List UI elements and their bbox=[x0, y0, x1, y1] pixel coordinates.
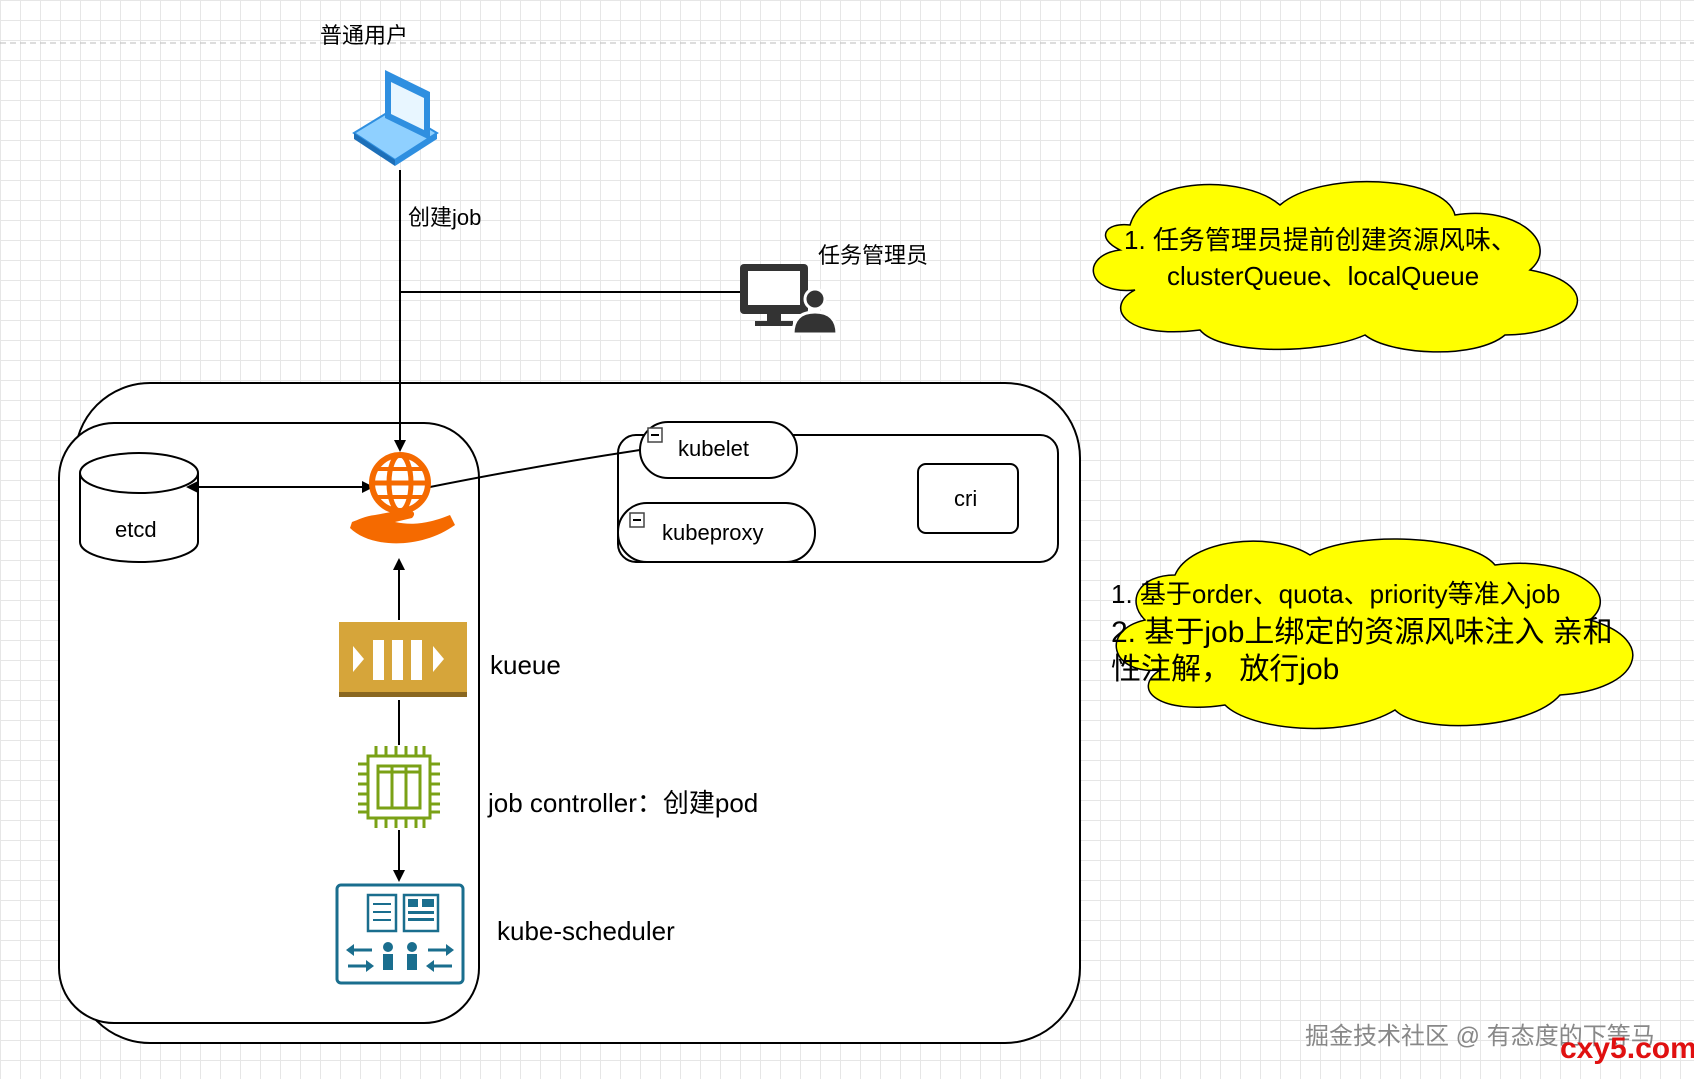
kube-scheduler-label: kube-scheduler bbox=[497, 916, 675, 946]
top-note-cloud[interactable] bbox=[1092, 180, 1579, 353]
edge-apiserver-to-kubelet[interactable] bbox=[424, 449, 641, 489]
etcd-label: etcd bbox=[115, 517, 157, 542]
kubeproxy-box[interactable] bbox=[617, 502, 816, 563]
job-controller-label: job controller：创建pod bbox=[488, 788, 759, 818]
job-controller-chip-icon[interactable] bbox=[358, 746, 440, 828]
bottom-note-line-1: 1. 基于order、quota、priority等准入job bbox=[1111, 579, 1561, 609]
top-note-line-1: 1. 任务管理员提前创建资源风味、 bbox=[1124, 225, 1517, 255]
watermark-text: 掘金技术社区 @ 有态度的下等马 bbox=[1305, 1023, 1655, 1050]
bottom-note-line-3: 性注解， 放行job bbox=[1111, 653, 1340, 686]
watermark-site: cxy5.com bbox=[1560, 1032, 1694, 1065]
create-job-edge-label: 创建job bbox=[408, 205, 482, 230]
etcd-database[interactable] bbox=[79, 452, 199, 563]
bottom-note-line-2: 2. 基于job上绑定的资源风味注入 亲和 bbox=[1111, 616, 1613, 649]
bottom-note-cloud[interactable] bbox=[1115, 538, 1634, 730]
kueue-queue-icon[interactable] bbox=[339, 622, 467, 697]
kube-scheduler-icon[interactable] bbox=[335, 883, 465, 985]
kubelet-label: kubelet bbox=[678, 436, 749, 461]
laptop-icon[interactable] bbox=[352, 70, 439, 166]
cri-box[interactable] bbox=[917, 463, 1019, 534]
api-server-globe-hand-icon[interactable] bbox=[350, 452, 455, 544]
admin-workstation-icon[interactable] bbox=[740, 264, 839, 336]
task-manager-label: 任务管理员 bbox=[818, 243, 929, 268]
kueue-label: kueue bbox=[490, 650, 561, 680]
control-plane-container[interactable] bbox=[58, 422, 480, 1024]
top-note-line-2: clusterQueue、localQueue bbox=[1167, 261, 1480, 291]
normal-user-label: 普通用户 bbox=[320, 23, 409, 48]
kubeproxy-label: kubeproxy bbox=[662, 520, 764, 545]
cri-label: cri bbox=[954, 486, 978, 511]
